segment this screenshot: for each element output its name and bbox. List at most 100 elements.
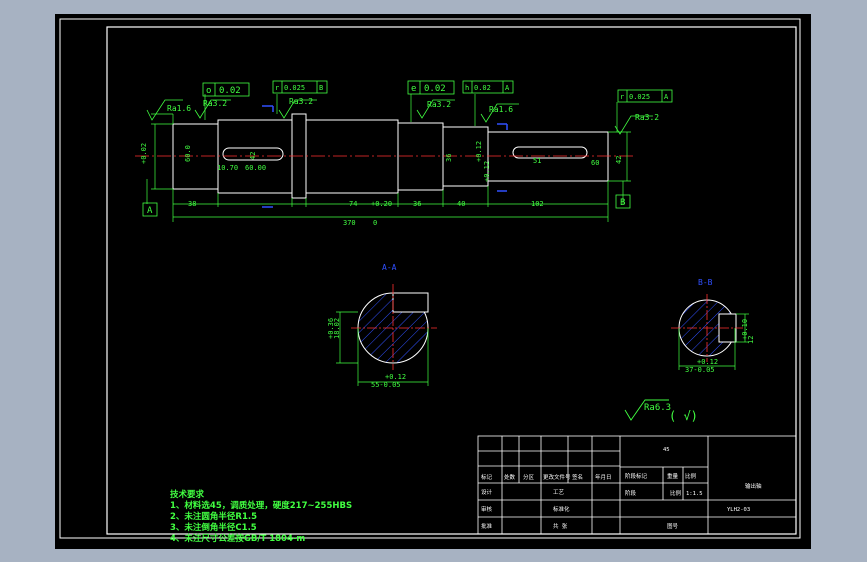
svg-text:42: 42 — [249, 152, 257, 160]
svg-text:B: B — [319, 84, 323, 92]
svg-text:10.70: 10.70 — [217, 164, 238, 172]
svg-text:A: A — [147, 206, 153, 216]
svg-text:工艺: 工艺 — [553, 489, 565, 496]
svg-text:处数: 处数 — [504, 473, 516, 481]
gtol-parallel: h 0.02 A — [462, 80, 514, 94]
svg-text:YLH2-03: YLH2-03 — [727, 507, 750, 513]
keyway-right — [512, 146, 588, 159]
note-2: 2、未注圆角半径R1.5 — [170, 512, 258, 522]
svg-text:Ra1.6: Ra1.6 — [167, 104, 191, 113]
gtol-runout-2: r 0.025 A — [617, 89, 673, 103]
svg-text:A-A: A-A — [382, 263, 397, 272]
roughness-symbols — [146, 99, 653, 135]
svg-text:74: 74 — [349, 200, 357, 208]
diameter-labels: +0.02 60.0 42 36 +0.12 +0.12 42 — [140, 141, 623, 182]
svg-text:+0.10: +0.10 — [741, 319, 749, 340]
svg-text:18.02: 18.02 — [333, 318, 341, 339]
svg-text:设计: 设计 — [481, 488, 493, 496]
svg-text:h: h — [465, 84, 469, 92]
svg-text:38: 38 — [188, 200, 196, 208]
rest-roughness: Ra6.3 ( √) — [624, 399, 698, 423]
svg-text:0.025: 0.025 — [629, 93, 650, 101]
dimension-lines — [146, 94, 631, 222]
svg-text:审核: 审核 — [481, 505, 493, 513]
svg-text:r: r — [275, 84, 279, 92]
svg-text:Ra3.2: Ra3.2 — [203, 99, 227, 108]
svg-text:( √): ( √) — [669, 409, 698, 423]
svg-text:+0.12: +0.12 — [697, 358, 718, 366]
svg-text:0.02: 0.02 — [474, 84, 491, 92]
svg-text:+0.12: +0.12 — [483, 161, 491, 182]
svg-text:0.02: 0.02 — [219, 86, 241, 96]
title-block — [477, 435, 797, 535]
svg-text:36: 36 — [413, 200, 421, 208]
svg-text:B-B: B-B — [698, 278, 713, 287]
svg-text:60.00: 60.00 — [245, 164, 266, 172]
svg-text:重量: 重量 — [667, 472, 679, 480]
svg-text:0.025: 0.025 — [284, 84, 305, 92]
svg-text:12: 12 — [747, 336, 755, 344]
title-block-text: 45 标记 处数 分区 更改文件号 签名 年月日 阶段标记 重量 比例 阶段 比… — [481, 447, 762, 530]
svg-text:37-0.05: 37-0.05 — [685, 366, 715, 374]
svg-text:45: 45 — [663, 447, 670, 453]
svg-text:标准化: 标准化 — [553, 505, 570, 513]
svg-text:共 张: 共 张 — [553, 522, 568, 530]
svg-text:0: 0 — [373, 219, 377, 227]
note-4: 4、未注尺寸公差按GB/T 1804-m — [170, 534, 306, 544]
svg-text:年月日: 年月日 — [595, 473, 612, 481]
section-markers — [262, 105, 508, 208]
section-b-view: B-B +0.10 12 +0.12 37-0.05 — [671, 278, 755, 374]
svg-text:+0.20: +0.20 — [371, 200, 392, 208]
svg-text:+0.12: +0.12 — [475, 141, 483, 162]
svg-text:签名: 签名 — [572, 473, 583, 481]
svg-text:36: 36 — [445, 154, 453, 162]
svg-text:40: 40 — [457, 200, 465, 208]
shaft-bearing-seat — [397, 122, 444, 191]
note-1: 1、材料选45，调质处理，硬度217~255HBS — [170, 501, 353, 511]
svg-text:B: B — [620, 198, 625, 208]
svg-text:o: o — [206, 86, 211, 96]
svg-text:370: 370 — [343, 219, 356, 227]
section-a-view: A-A +0.36 18.02 +0.12 55-0.0 — [327, 263, 437, 389]
svg-text:60.0: 60.0 — [184, 145, 192, 162]
length-dims: 38 +0.20 74 36 40 102 370 0 — [188, 200, 544, 227]
svg-text:1:1.5: 1:1.5 — [686, 491, 703, 497]
svg-text:批准: 批准 — [481, 522, 493, 530]
shaft-middle — [305, 119, 399, 194]
gtol-runout-1: r 0.025 B — [272, 80, 328, 94]
roughness-labels: Ra1.6 Ra3.2 Ra3.2 Ra3.2 Ra1.6 Ra3.2 — [167, 97, 659, 122]
inner-frame — [106, 26, 797, 535]
svg-text:+0.02: +0.02 — [140, 143, 148, 164]
gtol-circ-1: o 0.02 — [202, 82, 250, 97]
keyway-dims: 10.70 60.00 60 51 — [217, 157, 599, 172]
keyway-left — [222, 147, 284, 161]
svg-text:输出轴: 输出轴 — [745, 482, 762, 490]
svg-text:102: 102 — [531, 200, 544, 208]
datum-a: A — [142, 202, 158, 217]
gtol-circ-2: e 0.02 — [407, 80, 455, 95]
svg-text:60: 60 — [591, 159, 599, 167]
svg-text:阶段: 阶段 — [625, 489, 637, 497]
outer-border — [59, 18, 801, 539]
svg-text:阶段标记: 阶段标记 — [625, 472, 648, 480]
svg-text:分区: 分区 — [523, 473, 535, 481]
svg-text:r: r — [620, 93, 624, 101]
svg-text:比例: 比例 — [670, 489, 682, 497]
shaft-left-journal — [172, 123, 219, 190]
svg-text:A: A — [505, 84, 510, 92]
svg-text:55-0.05: 55-0.05 — [371, 381, 401, 389]
section-a-keyway — [392, 292, 429, 313]
svg-text:Ra1.6: Ra1.6 — [489, 105, 513, 114]
svg-text:42: 42 — [615, 156, 623, 164]
svg-text:e: e — [411, 84, 416, 94]
svg-text:Ra3.2: Ra3.2 — [427, 100, 451, 109]
svg-text:Ra3.2: Ra3.2 — [289, 97, 313, 106]
drawing-canvas: o 0.02 r 0.025 B e 0.02 h 0.02 A — [59, 18, 801, 539]
svg-text:图号: 图号 — [667, 522, 679, 530]
note-3: 3、未注倒角半径C1.5 — [170, 523, 257, 533]
svg-text:Ra6.3: Ra6.3 — [644, 403, 671, 413]
svg-text:0.02: 0.02 — [424, 84, 446, 94]
datum-b: B — [615, 194, 631, 209]
svg-text:比例: 比例 — [685, 472, 697, 480]
